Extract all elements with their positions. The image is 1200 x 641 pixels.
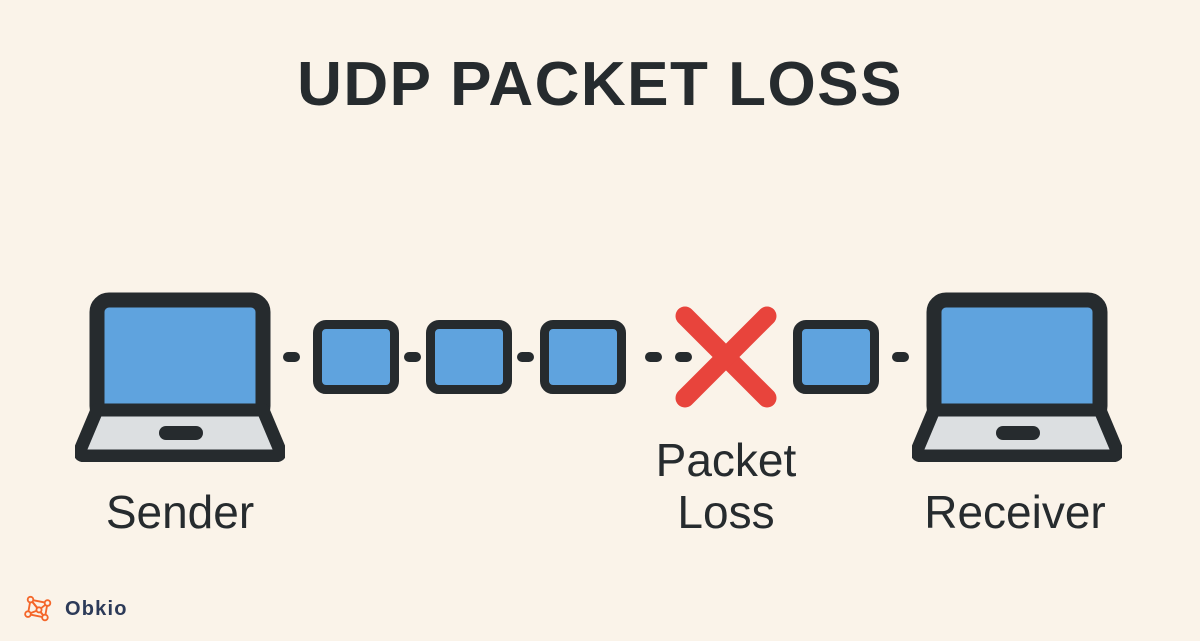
- packet-loss-x: [672, 303, 780, 411]
- dash-separator: [404, 352, 421, 362]
- sender-label: Sender: [105, 486, 255, 538]
- packet-2: [426, 320, 512, 394]
- packet-3: [540, 320, 626, 394]
- dash-separator: [283, 352, 300, 362]
- dash-separator: [675, 352, 692, 362]
- packet-loss-label-line2: Loss: [677, 485, 775, 538]
- packet-1: [313, 320, 399, 394]
- dash-separator: [645, 352, 662, 362]
- red-x-icon: [675, 306, 777, 408]
- dash-separator: [892, 352, 909, 362]
- sender-laptop: [73, 292, 287, 463]
- obkio-logo: Obkio: [22, 592, 128, 626]
- page-title: UDP PACKET LOSS: [297, 50, 903, 119]
- laptop-icon: [73, 292, 287, 463]
- receiver-label: Receiver: [924, 486, 1106, 538]
- dash-separator: [517, 352, 534, 362]
- laptop-icon: [910, 292, 1124, 463]
- packet-loss-label: Packet Loss: [576, 434, 876, 538]
- receiver-laptop: [910, 292, 1124, 463]
- obkio-wordmark: Obkio: [65, 598, 128, 620]
- obkio-network-mark-icon: [24, 595, 52, 622]
- packet-4: [793, 320, 879, 394]
- packet-loss-label-line1: Packet: [655, 434, 797, 486]
